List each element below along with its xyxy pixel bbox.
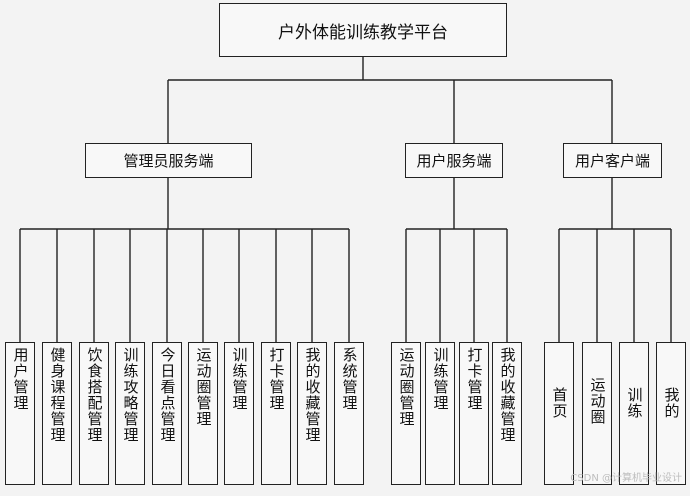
leaf-label: 用户管理 [11,347,30,411]
leaf-label: 我的收藏管理 [498,347,517,443]
leaf-service-1: 训练管理 [425,342,455,485]
leaf-label: 饮食搭配管理 [85,347,104,443]
leaf-label: 训练管理 [230,347,249,411]
leaf-admin-2: 饮食搭配管理 [79,342,109,485]
root-node: 户外体能训练教学平台 [219,3,507,57]
leaf-service-2: 打卡管理 [459,342,489,485]
branch-admin-label: 管理员服务端 [123,152,214,170]
leaf-admin-7: 打卡管理 [261,342,291,485]
leaf-admin-3: 训练攻略管理 [115,342,145,485]
branch-user-client: 用户客户端 [563,143,662,178]
leaf-client-3: 我的 [656,342,686,485]
leaf-label: 运动圈 [588,377,607,425]
leaf-client-1: 运动圈 [582,342,612,485]
leaf-label: 健身课程管理 [48,347,67,443]
leaf-client-2: 训练 [619,342,649,485]
watermark: CSDN @计算机毕业设计 [570,473,682,484]
leaf-admin-5: 运动圈管理 [188,342,218,485]
leaf-label: 运动圈管理 [397,347,416,427]
leaf-label: 训练 [625,387,644,419]
leaf-service-0: 运动圈管理 [391,342,421,485]
leaf-label: 运动圈管理 [194,347,213,427]
leaf-service-3: 我的收藏管理 [492,342,522,485]
leaf-label: 训练管理 [431,347,450,411]
leaf-label: 我的收藏管理 [303,347,322,443]
leaf-label: 我的 [662,387,681,419]
leaf-client-0: 首页 [544,342,574,485]
leaf-admin-0: 用户管理 [5,342,35,485]
branch-user-client-label: 用户客户端 [574,152,650,170]
leaf-label: 今日看点管理 [158,347,177,443]
leaf-admin-4: 今日看点管理 [152,342,182,485]
branch-user-service-label: 用户服务端 [416,152,492,170]
leaf-label: 训练攻略管理 [121,347,140,443]
leaf-label: 系统管理 [340,347,359,411]
leaf-label: 首页 [550,387,569,419]
root-label: 户外体能训练教学平台 [278,22,448,43]
leaf-admin-6: 训练管理 [224,342,254,485]
leaf-admin-9: 系统管理 [334,342,364,485]
leaf-label: 打卡管理 [465,347,484,411]
leaf-admin-8: 我的收藏管理 [297,342,327,485]
leaf-label: 打卡管理 [267,347,286,411]
leaf-admin-1: 健身课程管理 [42,342,72,485]
branch-admin: 管理员服务端 [85,143,252,178]
branch-user-service: 用户服务端 [405,143,503,178]
